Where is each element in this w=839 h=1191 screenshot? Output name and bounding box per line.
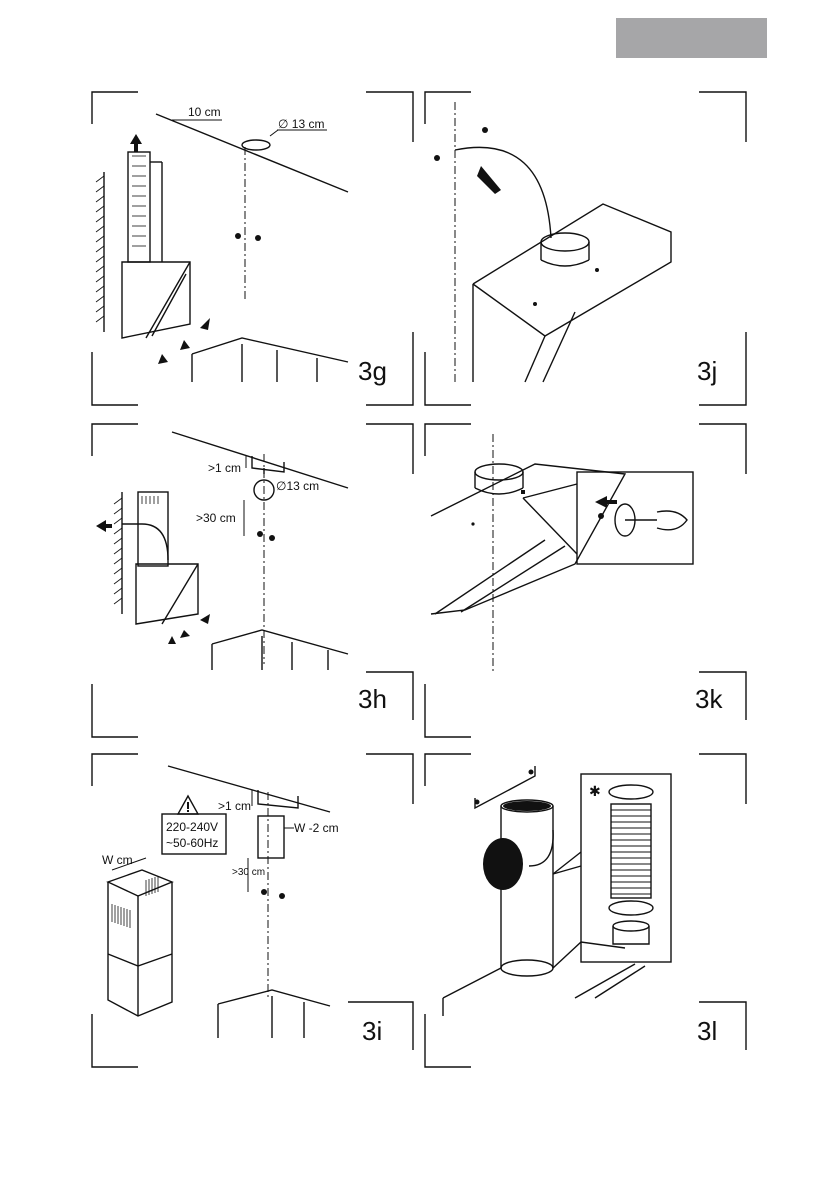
dim-min: >30 cm [196,511,236,525]
step-label: 3i [362,1016,383,1046]
dim-min: >30 cm [232,867,266,878]
step-label: 3j [697,356,718,386]
panel-3l-drawing [424,753,747,1068]
dim-gap: >1 cm [208,461,242,475]
panel-3g-drawing [91,91,414,406]
dim-width: W cm [102,853,133,867]
panel-3h: >1 cm ∅13 cm >30 cm 3h [91,423,414,738]
warning-frequency: ~50-60Hz [166,836,219,850]
step-label: 3l [697,1016,718,1046]
dim-bracket: W -2 cm [294,821,339,835]
section-tab [616,18,767,58]
panel-3j-drawing [424,91,747,406]
dim-gap: >1 cm [218,799,252,813]
step-label: 3h [358,684,387,714]
panel-3k: 3k [424,423,747,738]
dim-diameter: ∅ 13 cm [278,117,325,131]
dim-diameter: ∅13 cm [276,479,320,493]
step-label: 3g [358,356,387,386]
step-label: 3k [695,684,723,714]
optional-marker: ✱ [589,783,601,799]
panel-3h-drawing [91,423,414,738]
panel-3g: 10 cm ∅ 13 cm 3g [91,91,414,406]
panel-3l: ✱ 3l [424,753,747,1068]
panel-3j: 3j [424,91,747,406]
panel-3k-drawing [424,423,747,738]
panel-3i: W cm >1 cm W -2 cm >30 cm 220-240V ~50-6… [91,753,414,1068]
panel-3i-drawing [91,753,414,1068]
warning-voltage: 220-240V [166,820,219,834]
dim-offset: 10 cm [188,105,221,119]
